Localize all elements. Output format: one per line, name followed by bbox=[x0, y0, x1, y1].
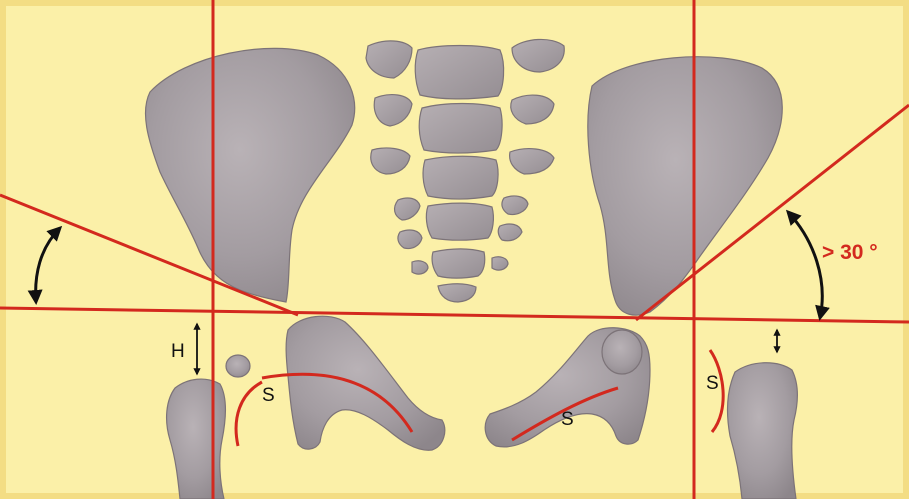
right-femoral-head bbox=[602, 330, 642, 374]
left-ilium bbox=[145, 48, 354, 302]
left-ischium-pubis bbox=[286, 316, 445, 450]
sacral-ala-right-1 bbox=[512, 39, 564, 72]
sacral-ala-left-4 bbox=[395, 198, 420, 220]
left-femur bbox=[167, 379, 226, 499]
angle-arrow-right bbox=[788, 212, 822, 318]
sacral-ala-right-4 bbox=[502, 196, 528, 215]
angle-label: > 30 ° bbox=[822, 242, 878, 263]
angle-arrow-left bbox=[36, 228, 60, 302]
left-femoral-head bbox=[226, 355, 250, 377]
sacral-ala-left-2 bbox=[374, 95, 412, 126]
sacral-body-1 bbox=[415, 46, 503, 99]
sacral-ala-left-6 bbox=[412, 261, 428, 274]
shenton-arc-left-femur bbox=[236, 382, 262, 446]
right-ilium bbox=[588, 57, 782, 315]
sacral-ala-right-5 bbox=[498, 224, 522, 241]
right-femur bbox=[727, 363, 797, 499]
sacral-ala-right-2 bbox=[511, 95, 554, 124]
label-h: H bbox=[171, 342, 185, 361]
sacral-ala-right-6 bbox=[492, 257, 508, 270]
sacral-body-5 bbox=[432, 249, 485, 278]
hilgenreiner-line bbox=[0, 308, 909, 322]
sacral-ala-right-3 bbox=[510, 149, 554, 174]
label-s-right-femur: S bbox=[706, 374, 719, 393]
sacral-ala-left-3 bbox=[371, 148, 410, 174]
sacral-body-2 bbox=[419, 104, 502, 154]
sacral-body-4 bbox=[426, 203, 493, 240]
label-s-right-acetabulum: S bbox=[561, 410, 574, 429]
coccyx bbox=[438, 284, 476, 302]
label-s-left-femur: S bbox=[262, 386, 275, 405]
sacral-ala-left-5 bbox=[398, 230, 422, 249]
sacral-ala-left-1 bbox=[366, 41, 412, 78]
sacral-body-3 bbox=[423, 156, 498, 199]
